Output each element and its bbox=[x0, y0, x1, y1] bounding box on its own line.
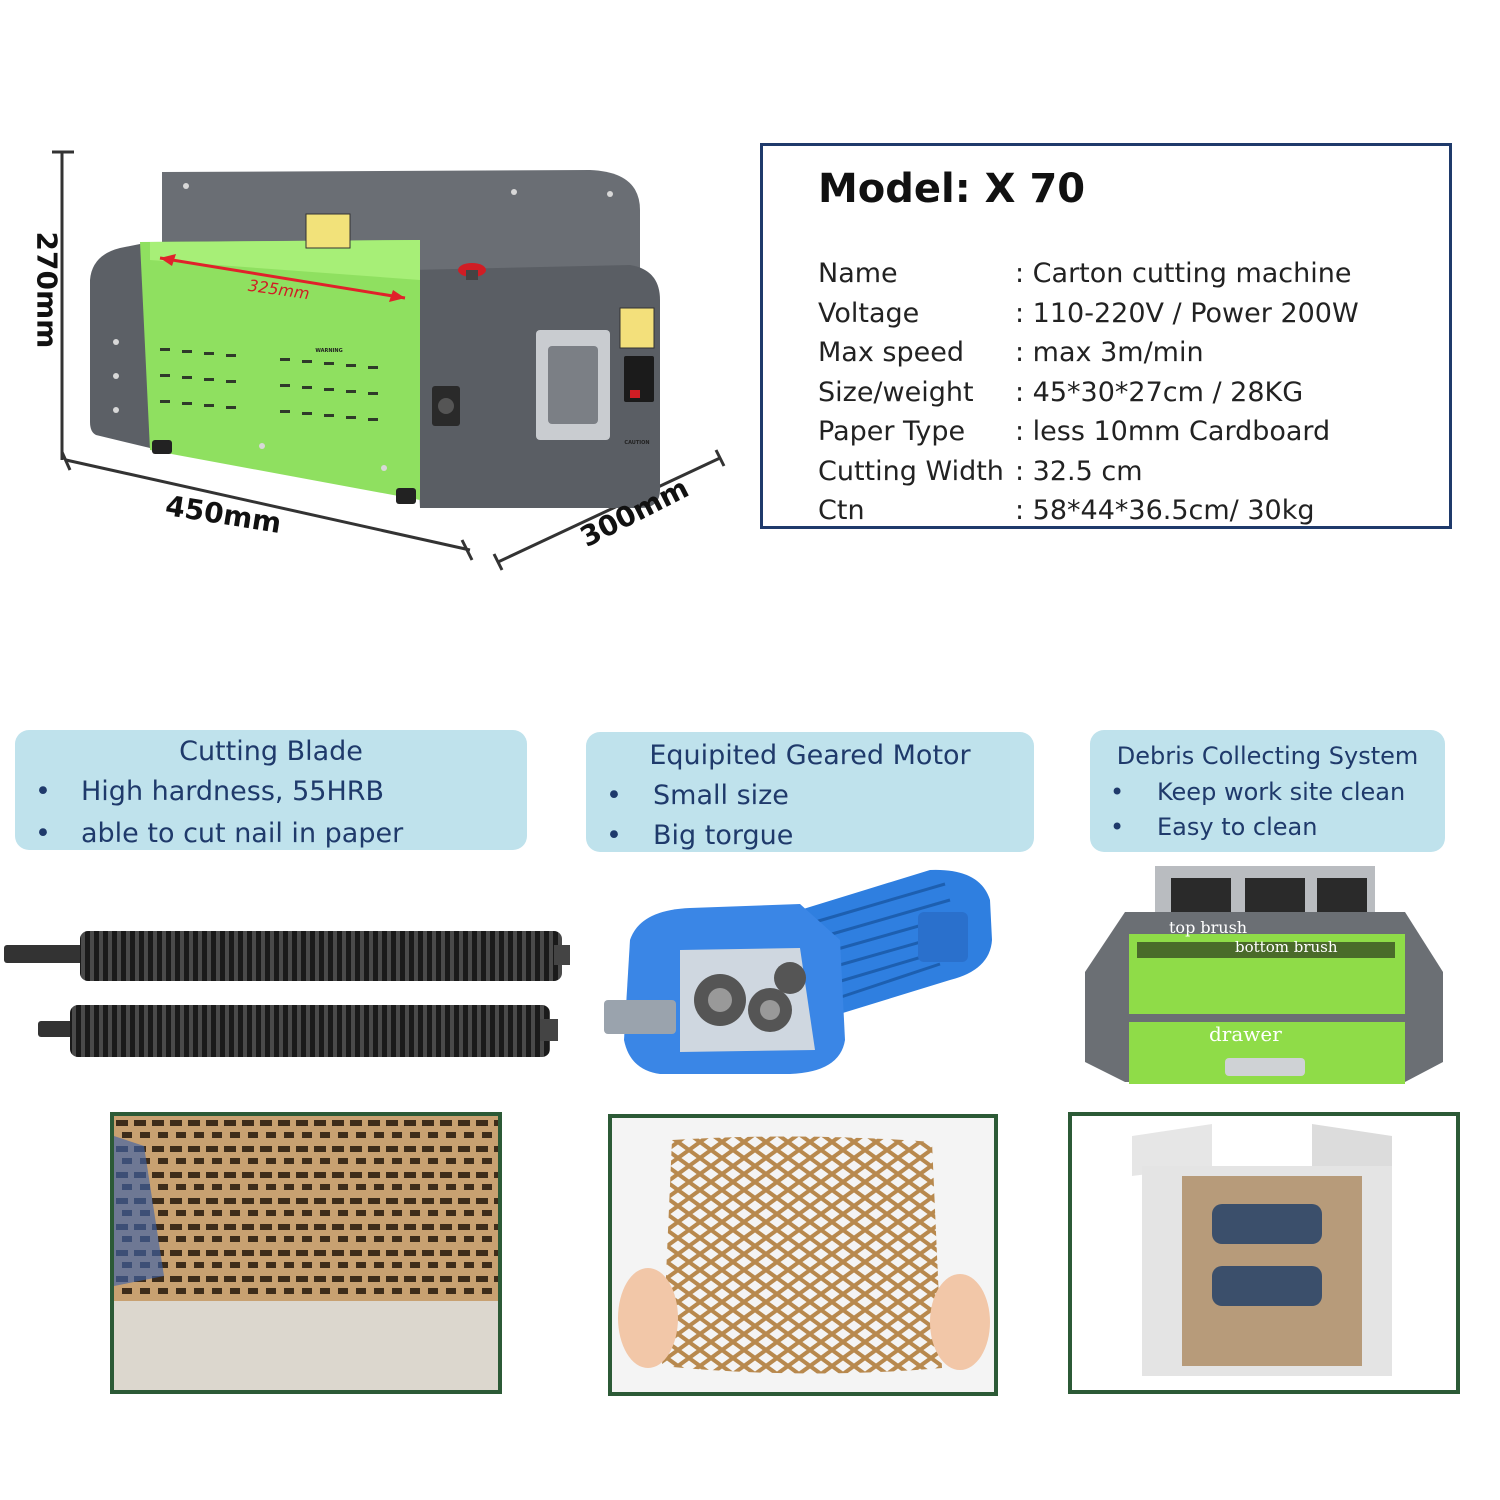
spec-label: Paper Type bbox=[818, 416, 966, 447]
nail-cutting-photo-frame bbox=[110, 1112, 502, 1394]
rollers-drawing bbox=[4, 931, 570, 1057]
spec-row-size-weight: Size/weight : 45*30*27cm / 28KG bbox=[818, 377, 1438, 417]
spec-label: Cutting Width bbox=[818, 455, 1004, 487]
cut-cardboard-photo bbox=[114, 1116, 498, 1390]
spec-row-max-speed: Max speed : max 3m/min bbox=[818, 337, 1438, 377]
spec-value: : 32.5 cm bbox=[1015, 455, 1143, 487]
spec-value: : less 10mm Cardboard bbox=[1015, 416, 1331, 447]
packing-box-photo bbox=[1132, 1124, 1392, 1376]
spec-row-paper-type: Paper Type : less 10mm Cardboard bbox=[818, 416, 1438, 456]
packing-box-photo-frame bbox=[1068, 1112, 1460, 1394]
feature-panel-geared-motor: Equipited Geared Motor • Small size • Bi… bbox=[586, 732, 1034, 852]
spec-row-name: Name : Carton cutting machine bbox=[818, 258, 1438, 298]
drawer-label: drawer bbox=[1209, 1022, 1282, 1046]
spec-value: : Carton cutting machine bbox=[1015, 258, 1352, 289]
debris-machine-image: top brush bottom brush drawer bbox=[1085, 862, 1445, 1097]
feature-title: Debris Collecting System bbox=[1116, 742, 1419, 770]
dimension-height-label: 270mm bbox=[30, 231, 64, 349]
caution-label: CAUTION bbox=[624, 440, 650, 446]
bottom-brush-label: bottom brush bbox=[1235, 938, 1338, 956]
motor-drawing bbox=[604, 869, 992, 1074]
feature-panel-debris-system: Debris Collecting System • Keep work sit… bbox=[1090, 730, 1445, 852]
dimension-lines bbox=[52, 150, 726, 571]
spec-value: : 58*44*36.5cm/ 30kg bbox=[1015, 495, 1315, 526]
bullet-icon: • bbox=[606, 820, 622, 851]
spec-label: Name bbox=[818, 258, 898, 289]
honeycomb-paper-photo-frame bbox=[608, 1114, 998, 1396]
spec-value: : 110-220V / Power 200W bbox=[1015, 297, 1359, 329]
spec-row-ctn: Ctn : 58*44*36.5cm/ 30kg bbox=[818, 495, 1438, 535]
honeycomb-paper-photo bbox=[618, 1136, 990, 1374]
spec-title: Model: X 70 bbox=[818, 166, 1086, 212]
spec-label: Ctn bbox=[818, 495, 865, 526]
spec-value: : 45*30*27cm / 28KG bbox=[1015, 376, 1304, 408]
spec-rows: Name : Carton cutting machine Voltage : … bbox=[818, 258, 1438, 535]
spec-label: Voltage bbox=[818, 297, 920, 329]
top-brush-label: top brush bbox=[1169, 918, 1248, 937]
bullet-icon: • bbox=[1110, 778, 1125, 806]
bullet-icon: • bbox=[1110, 813, 1125, 841]
feature-title: Equipited Geared Motor bbox=[649, 740, 971, 771]
debris-machine-drawing bbox=[1085, 866, 1443, 1084]
spec-label: Size/weight bbox=[818, 376, 974, 408]
geared-motor-image bbox=[600, 860, 1000, 1090]
spec-box: Model: X 70 Name : Carton cutting machin… bbox=[760, 143, 1452, 529]
spec-value: : max 3m/min bbox=[1015, 337, 1204, 368]
warning-label: WARNING bbox=[315, 348, 343, 354]
feature-panel-cutting-blade: Cutting Blade • High hardness, 55HRB • a… bbox=[15, 730, 527, 850]
bullet-icon: • bbox=[35, 776, 51, 807]
feature-title: Cutting Blade bbox=[179, 736, 363, 767]
cutting-blade-rollers-image bbox=[0, 915, 575, 1065]
spec-row-cutting-width: Cutting Width : 32.5 cm bbox=[818, 456, 1438, 496]
spec-row-voltage: Voltage : 110-220V / Power 200W bbox=[818, 298, 1438, 338]
spec-label: Max speed bbox=[818, 337, 964, 368]
bullet-icon: • bbox=[35, 818, 51, 849]
bullet-icon: • bbox=[606, 780, 622, 811]
machine-illustration: 270mm 450mm 300mm 325mm WARNING CAUTION bbox=[0, 130, 740, 590]
machine-drawing bbox=[52, 150, 726, 571]
shredder-machine bbox=[90, 170, 660, 508]
